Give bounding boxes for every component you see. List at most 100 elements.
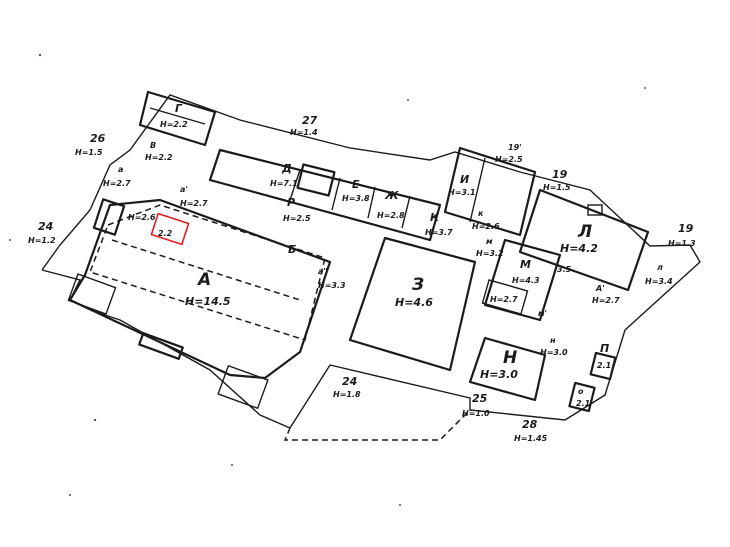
building-i bbox=[443, 146, 537, 237]
label-z: З bbox=[411, 275, 424, 295]
label-p-height: 2.1 bbox=[597, 361, 611, 370]
entry-step bbox=[138, 332, 184, 360]
label-fence-19a-height: Н=2.5 bbox=[495, 155, 523, 164]
label-zh-height: Н=2.8 bbox=[377, 211, 405, 220]
highlighted-room bbox=[150, 212, 190, 246]
label-n-height: Н=3.0 bbox=[540, 348, 568, 357]
label-fence-26: 26 bbox=[90, 132, 106, 145]
label-g: Г bbox=[175, 102, 183, 115]
label-i-height: Н=3.1 bbox=[448, 188, 476, 197]
fence-boundary bbox=[41, 94, 701, 429]
building-d bbox=[296, 163, 336, 197]
label-o: о bbox=[578, 387, 584, 396]
label-r: Р bbox=[287, 196, 295, 209]
building-z bbox=[348, 236, 477, 372]
label-d: Д bbox=[281, 162, 292, 175]
building-l bbox=[518, 188, 650, 292]
label-h35: 3.5 bbox=[557, 265, 572, 274]
label-fence-24a-height: Н=1.2 bbox=[28, 236, 56, 245]
building-m bbox=[483, 238, 562, 322]
label-fence-28: 28 bbox=[522, 418, 538, 431]
building-a bbox=[89, 204, 326, 341]
label-fence-24a: 24 bbox=[38, 220, 53, 233]
label-M-height: Н=4.3 bbox=[512, 276, 540, 285]
label-fence-19a: 19' bbox=[508, 143, 522, 152]
label-a2: а" bbox=[318, 267, 328, 276]
label-o-height: 2.1 bbox=[576, 399, 590, 408]
fence-lower bbox=[283, 409, 471, 441]
label-fence-24: 24 bbox=[342, 375, 357, 388]
label-a4: А' bbox=[595, 284, 605, 293]
label-fence-19-height: Н=1.5 bbox=[543, 183, 571, 192]
label-a-small: а bbox=[118, 165, 123, 174]
wing-partition-3 bbox=[367, 186, 376, 219]
label-e-height: Н=3.8 bbox=[342, 194, 370, 203]
label-fence-25-height: Н=1.0 bbox=[462, 409, 490, 418]
wing-partition-4 bbox=[401, 195, 411, 229]
building-a-outline bbox=[68, 198, 332, 380]
wing-de bbox=[208, 148, 442, 242]
label-e: Е bbox=[352, 178, 360, 191]
label-v: В bbox=[150, 141, 156, 150]
label-fence-19: 19 bbox=[552, 168, 568, 181]
label-fence-27-height: Н=1.4 bbox=[290, 128, 318, 137]
building-a-inner bbox=[111, 239, 301, 301]
label-m: м bbox=[486, 237, 493, 246]
label-k-height: Н=3.7 bbox=[425, 228, 453, 237]
label-fence-19b: 19 bbox=[678, 222, 694, 235]
label-b: Б bbox=[288, 243, 296, 256]
label-a: А bbox=[196, 270, 211, 290]
building-g-partition bbox=[149, 107, 206, 125]
building-g bbox=[138, 90, 217, 147]
shed-hatched-right bbox=[217, 364, 269, 410]
room-l-small bbox=[587, 204, 603, 216]
label-a1: а' bbox=[180, 185, 188, 194]
room-a-left bbox=[92, 198, 126, 236]
label-fence-27: 27 bbox=[302, 114, 318, 127]
label-zh: Ж bbox=[384, 189, 399, 202]
label-a4-height: Н=2.7 bbox=[592, 296, 620, 305]
label-a-small-height: Н=2.7 bbox=[103, 179, 131, 188]
label-p: П bbox=[600, 342, 609, 355]
label-a-height: Н=14.5 bbox=[185, 295, 231, 308]
label-fence-26-height: Н=1.5 bbox=[75, 148, 103, 157]
label-k2: к bbox=[478, 209, 484, 218]
label-m1: м' bbox=[538, 309, 547, 318]
building-i-partition bbox=[469, 157, 486, 223]
label-h26: Н=2.6 bbox=[128, 213, 156, 222]
label-l-height: Н=3.4 bbox=[645, 277, 673, 286]
label-z-height: Н=4.6 bbox=[395, 296, 433, 309]
label-a1-height: Н=2.7 bbox=[180, 199, 208, 208]
shed-hatched-left bbox=[67, 273, 117, 315]
label-N: Н bbox=[503, 348, 517, 368]
label-m-height: Н=3.2 bbox=[476, 249, 504, 258]
wing-partition-2 bbox=[331, 177, 341, 211]
label-L: Л bbox=[577, 222, 592, 242]
scan-speckles bbox=[9, 53, 646, 506]
label-fence-24-height: Н=1.8 bbox=[333, 390, 361, 399]
label-a2-height: Н=3.3 bbox=[318, 281, 346, 290]
label-i: И bbox=[460, 173, 469, 186]
label-r-height: Н=2.5 bbox=[283, 214, 311, 223]
label-fence-19b-height: Н=1.3 bbox=[668, 239, 696, 248]
label-fence-25: 25 bbox=[472, 392, 488, 405]
label-m2-height: Н=2.7 bbox=[490, 295, 518, 304]
label-g-height: Н=2.2 bbox=[160, 120, 188, 129]
label-d-height: Н=7.1 bbox=[270, 179, 298, 188]
room-m2 bbox=[481, 279, 529, 315]
label-red-room: 2.2 bbox=[158, 229, 173, 238]
building-p bbox=[589, 351, 617, 381]
label-n: н bbox=[550, 336, 556, 345]
label-N-height: Н=3.0 bbox=[480, 368, 518, 381]
label-l: л bbox=[657, 263, 663, 272]
building-o bbox=[568, 381, 596, 413]
label-k: К bbox=[430, 211, 440, 224]
building-n bbox=[468, 336, 547, 402]
label-v-height: Н=2.2 bbox=[145, 153, 173, 162]
label-fence-28-height: Н=1.45 bbox=[514, 434, 548, 443]
label-M: М bbox=[520, 258, 531, 271]
label-k2-height: Н=2.6 bbox=[472, 222, 500, 231]
wing-partition-1 bbox=[289, 169, 301, 201]
label-L-height: Н=4.2 bbox=[560, 242, 598, 255]
